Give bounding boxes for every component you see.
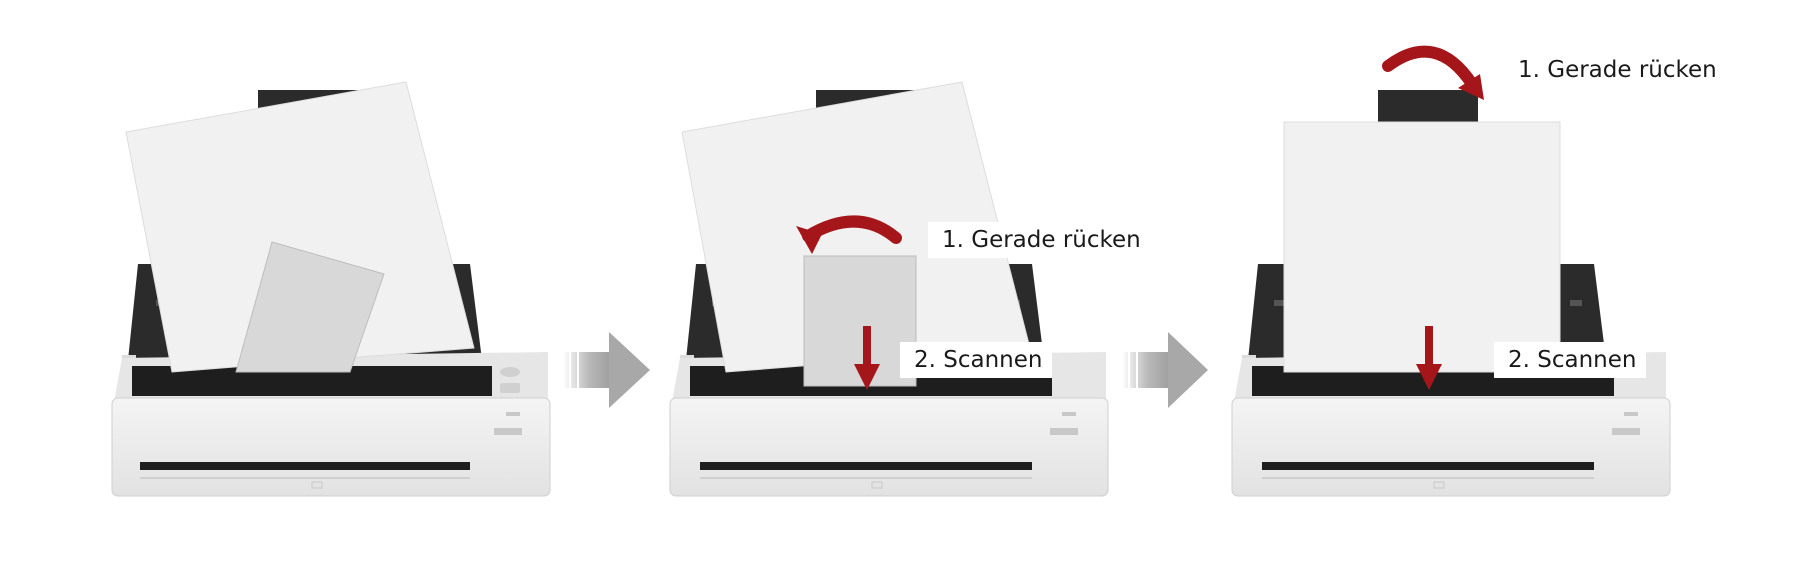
step-1 (111, 81, 551, 497)
scan-arrow-head (1416, 364, 1442, 390)
flow-arrow-1 (563, 332, 650, 408)
step-2 (669, 81, 1109, 497)
scan-arrow-head (854, 364, 880, 390)
rotate-arrow (1382, 45, 1478, 90)
rotate-arrow-head (796, 226, 822, 254)
rotate-arrow-head (1458, 74, 1484, 100)
rotate-arrow (802, 215, 902, 244)
step3-scan-label: 2. Scannen (1494, 342, 1647, 378)
step2-scan-label: 2. Scannen (900, 342, 1053, 378)
scan-arrow-shaft (863, 326, 871, 366)
flow-arrow-2 (1122, 332, 1208, 408)
step-3 (1231, 45, 1671, 497)
step3-straighten-label: 1. Gerade rücken (1504, 52, 1727, 88)
step2-straighten-label: 1. Gerade rücken (928, 222, 1151, 258)
scan-arrow-shaft (1425, 326, 1433, 366)
paper-sheet (125, 81, 475, 373)
paper-sheet (1283, 121, 1561, 373)
plastic-card (235, 241, 385, 373)
